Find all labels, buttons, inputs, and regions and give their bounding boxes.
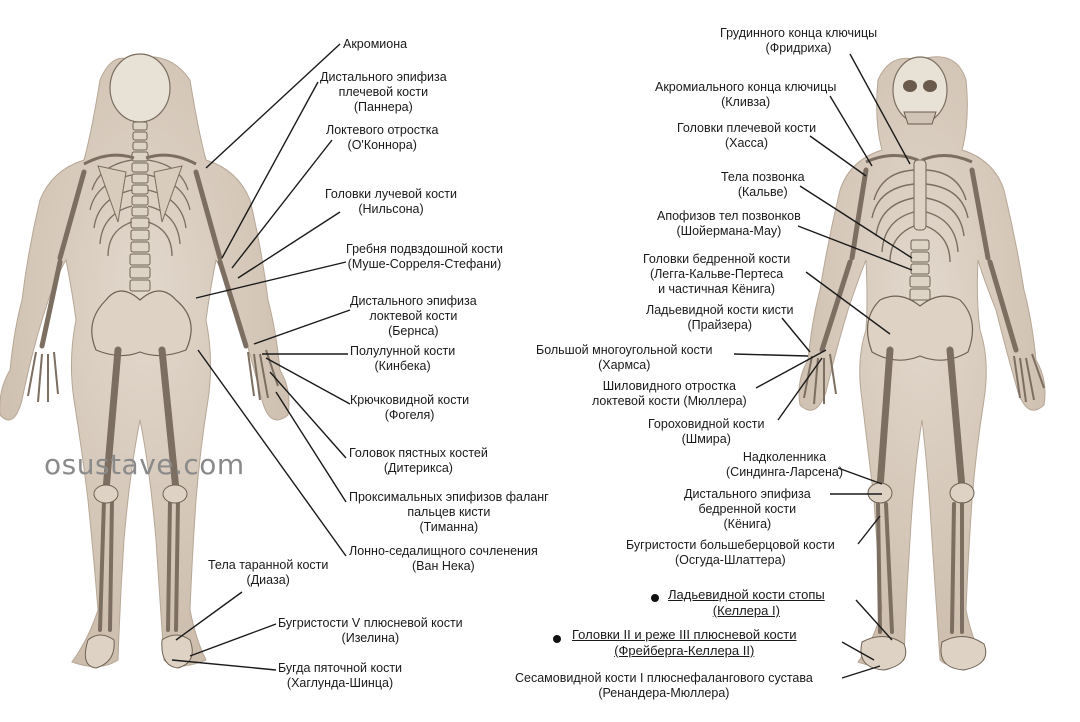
leader-fridrih [849, 53, 911, 165]
leader-panner [221, 81, 319, 259]
label-hass: Головки плечевой кости(Хасса) [677, 121, 817, 150]
watermark-text: osustave.com [44, 448, 245, 481]
leader-praizer [781, 317, 811, 353]
label-klivz: Акромиального конца ключицы(Кливза) [655, 80, 837, 109]
leader-shoerman [797, 225, 913, 271]
leader-berns [253, 309, 351, 345]
anterior-skeleton-figure [798, 56, 1046, 671]
leader-izelin [189, 623, 277, 657]
label-mushe: Гребня подвздошной кости(Муше-Сорреля-Ст… [346, 242, 503, 271]
label-fridrih: Грудинного конца ключицы(Фридриха) [720, 26, 878, 55]
label-kalve: Тела позвонка(Кальве) [721, 170, 805, 199]
leader-osgud [857, 515, 881, 545]
leader-hass [809, 135, 867, 177]
bullet-marker-freiberg [553, 635, 561, 643]
leader-legg [805, 271, 891, 335]
label-shmir: Гороховидной кости(Шмира) [648, 417, 765, 446]
label-renander: Сесамовидной кости I плюснефалангового с… [515, 671, 813, 700]
leader-nilson [237, 211, 341, 279]
leader-vanek [197, 349, 347, 557]
leader-shmir [777, 357, 823, 421]
label-legg: Головки бедренной кости(Легга-Кальве-Пер… [643, 252, 791, 296]
label-nilson: Головки лучевой кости(Нильсона) [325, 187, 457, 216]
leader-haglund [171, 659, 277, 671]
leader-klivz [829, 95, 873, 167]
label-haglund: Бугда пяточной кости(Хаглунда-Шинца) [278, 661, 403, 690]
leader-sinding [837, 467, 883, 485]
label-harms: Большой многоугольной кости(Хармса) [536, 343, 713, 372]
leader-keller1 [855, 599, 893, 641]
label-sinding: Надколенника(Синдинга-Ларсена) [726, 450, 843, 479]
label-vanek: Лонно-седалищного сочленения(Ван Нека) [349, 544, 538, 573]
label-okonnor: Локтевого отростка(О'Коннора) [326, 123, 439, 152]
leader-lines [171, 43, 913, 679]
label-izelin: Бугристости V плюсневой кости(Изелина) [278, 616, 463, 645]
leader-timann [275, 391, 347, 503]
label-diaz: Тела таранной кости(Диаза) [208, 558, 329, 587]
label-keller1: Ладьевидной кости стопы(Келлера I) [668, 587, 825, 618]
label-fogel: Крючковидной кости(Фогеля) [350, 393, 470, 422]
posterior-skeleton-figure [0, 53, 290, 669]
leader-myuller [755, 349, 827, 389]
leader-akromion [205, 43, 341, 169]
leader-diteriks [269, 371, 347, 459]
leader-freiberg [841, 641, 875, 661]
label-akromion: Акромиона [343, 37, 408, 51]
label-osgud: Бугристости большеберцовой кости(Осгуда-… [626, 538, 835, 567]
leader-harms [733, 353, 809, 357]
leader-diaz [175, 591, 243, 641]
label-freiberg: Головки II и реже III плюсневой кости(Фр… [572, 627, 797, 658]
leader-renander [841, 665, 881, 679]
leader-mushe [195, 261, 347, 299]
bullet-marker-keller1 [651, 594, 659, 602]
label-diteriks: Головок пястных костей(Дитерикса) [349, 446, 488, 475]
label-kinbek: Полулунной кости(Кинбека) [350, 344, 456, 373]
label-praizer: Ладьевидной кости кисти(Прайзера) [646, 303, 794, 332]
leader-kalve [799, 185, 913, 259]
label-shoerman: Апофизов тел позвонков(Шойермана-Мау) [657, 209, 801, 238]
leader-fogel [265, 357, 351, 405]
leader-okonnor [231, 139, 333, 269]
